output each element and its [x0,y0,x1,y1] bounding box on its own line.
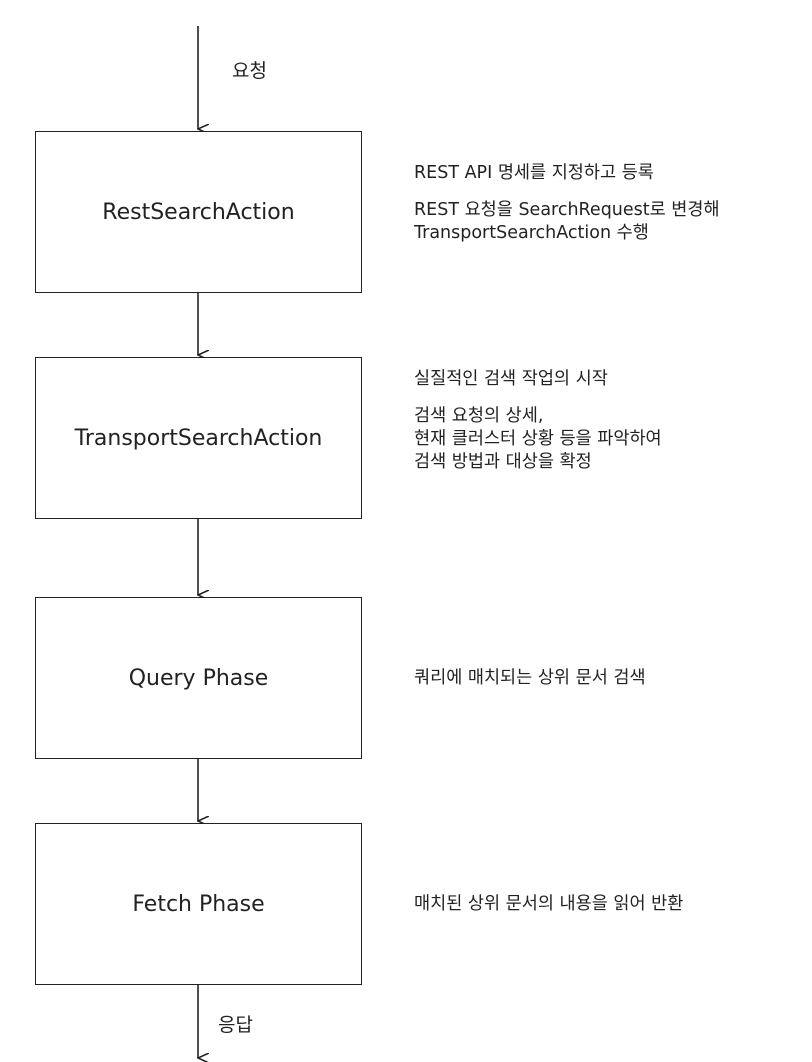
response-label: 응답 [218,1014,253,1036]
request-label: 요청 [232,60,267,82]
description-paragraph: REST 요청을 SearchRequest로 변경해 TransportSea… [414,199,720,245]
step-label: RestSearchAction [102,199,295,225]
description-line: 쿼리에 매치되는 상위 문서 검색 [414,668,646,688]
description-line: 검색 요청의 상세, [414,406,544,426]
step-label: Fetch Phase [132,891,265,917]
step-description-query-phase: 쿼리에 매치되는 상위 문서 검색 [414,667,646,690]
step-description-rest-search-action: REST API 명세를 지정하고 등록 REST 요청을 SearchRequ… [414,162,720,245]
step-box-query-phase: Query Phase [35,597,362,759]
description-line: REST 요청을 SearchRequest로 변경해 [414,200,720,220]
description-line: 현재 클러스터 상황 등을 파악하여 [414,429,662,449]
description-line: 검색 방법과 대상을 확정 [414,452,592,472]
description-paragraph: 검색 요청의 상세, 현재 클러스터 상황 등을 파악하여 검색 방법과 대상을… [414,405,662,474]
step-box-rest-search-action: RestSearchAction [35,131,362,293]
step-box-transport-search-action: TransportSearchAction [35,357,362,519]
step-label: Query Phase [128,665,269,691]
step-label: TransportSearchAction [74,425,323,451]
step-box-fetch-phase: Fetch Phase [35,823,362,985]
step-description-transport-search-action: 실질적인 검색 작업의 시작 검색 요청의 상세, 현재 클러스터 상황 등을 … [414,368,662,474]
description-line: TransportSearchAction 수행 [414,223,649,243]
step-description-fetch-phase: 매치된 상위 문서의 내용을 읽어 반환 [414,893,683,916]
description-line: REST API 명세를 지정하고 등록 [414,163,654,183]
description-line: 실질적인 검색 작업의 시작 [414,369,608,389]
description-line: 매치된 상위 문서의 내용을 읽어 반환 [414,894,684,914]
